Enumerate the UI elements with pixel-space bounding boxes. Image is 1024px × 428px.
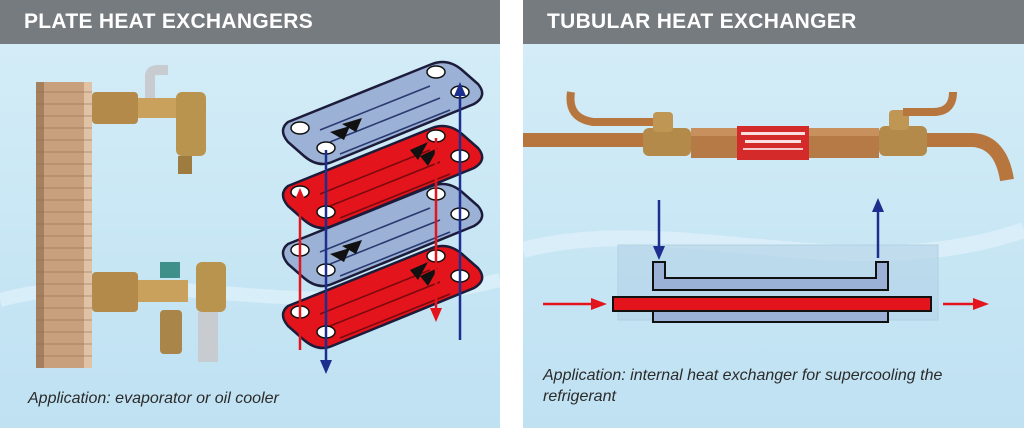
top-valve-stem	[178, 156, 192, 174]
plate-stack-body	[36, 82, 92, 368]
left-brass-tee	[653, 112, 673, 132]
hot-flow-down-arrow	[430, 308, 442, 322]
plate-heat-exchanger-illustration	[0, 0, 500, 428]
tubular-application-caption: Application: internal heat exchanger for…	[543, 365, 1013, 407]
inner-hot-tube	[613, 297, 931, 311]
tubular-heat-exchanger-panel: TUBULAR HEAT EXCHANGER	[523, 0, 1024, 428]
right-brass-fitting	[879, 126, 927, 156]
left-inlet-pipe	[570, 92, 663, 122]
bottom-pipe-connector	[138, 280, 188, 302]
bottom-steel-pipe	[198, 312, 218, 362]
plate-stack-edge	[36, 82, 44, 368]
plate-heat-exchanger-panel: PLATE HEAT EXCHANGERS	[0, 0, 500, 428]
bottom-valve-stem	[160, 310, 182, 354]
right-outlet-pipe	[903, 92, 953, 112]
hot-outlet-arrow	[973, 298, 989, 310]
hot-inlet-arrow	[591, 298, 607, 310]
tubular-exchanger-photo	[523, 92, 1007, 180]
top-valve-body	[176, 92, 206, 156]
top-steel-pipe	[150, 70, 168, 98]
bottom-fitting-nut	[92, 272, 138, 312]
plate-stack-photo	[36, 70, 226, 368]
tubular-heat-exchanger-illustration	[523, 0, 1024, 428]
tubular-flow-schematic	[543, 198, 989, 322]
top-fitting-nut	[92, 92, 138, 124]
plate-application-caption: Application: evaporator or oil cooler	[28, 388, 488, 409]
left-brass-fitting	[643, 128, 691, 156]
plate-stack-highlight	[84, 82, 92, 368]
bottom-valve-cap	[160, 262, 180, 278]
plate-flow-diagram	[283, 62, 482, 374]
cold-outlet-arrow	[872, 198, 884, 212]
bottom-valve-body	[196, 262, 226, 312]
cold-flow-down-arrow	[320, 360, 332, 374]
top-pipe-connector	[138, 98, 182, 118]
right-copper-pipe	[927, 140, 1007, 180]
